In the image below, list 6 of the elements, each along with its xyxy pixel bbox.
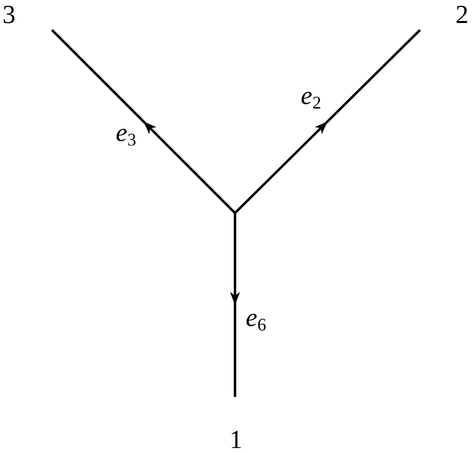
arrow [234, 29, 421, 214]
arrow [51, 29, 236, 214]
arrow [230, 213, 240, 397]
vertex-label: 2 [456, 2, 468, 28]
vertex-label: 3 [2, 2, 16, 28]
vertex-label: 1 [230, 427, 242, 453]
